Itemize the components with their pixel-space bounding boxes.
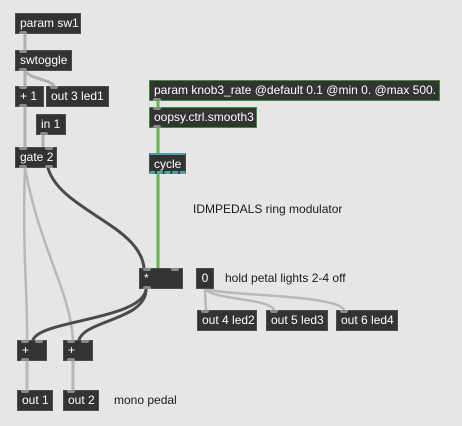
cable-mult-to-plus-left [31, 288, 148, 342]
smooth3-object[interactable]: oopsy.ctrl.smooth3 [149, 107, 257, 128]
plus-left-object[interactable]: + [17, 340, 47, 361]
outlet[interactable] [45, 165, 53, 168]
cycle-object[interactable]: cycle [149, 153, 186, 174]
mono-pedal-comment: mono pedal [114, 393, 177, 407]
inlet[interactable] [45, 147, 53, 150]
inlet[interactable] [81, 340, 89, 343]
out6-label: out 6 led4 [341, 313, 394, 327]
outlet[interactable] [19, 68, 27, 71]
outlet[interactable] [153, 98, 161, 101]
outlet[interactable] [19, 165, 27, 168]
out4-label: out 4 led2 [202, 313, 255, 327]
out5-label: out 5 led3 [271, 313, 324, 327]
out2-object[interactable]: out 2 [63, 390, 99, 411]
out2-label: out 2 [68, 393, 95, 407]
param-knob3-label: param knob3_rate @default 0.1 @min 0. @m… [154, 83, 437, 97]
cable-gate2-out2-to-mult [46, 166, 146, 270]
param-sw1-object[interactable]: param sw1 [15, 13, 81, 34]
cable-gate2-to-plus-left [22, 166, 29, 342]
message-box-zero[interactable]: 0 [196, 268, 214, 289]
inlet[interactable] [19, 86, 27, 89]
hold-lights-comment: hold petal lights 2-4 off [225, 271, 346, 285]
in1-object[interactable]: in 1 [36, 114, 66, 135]
inlet[interactable] [35, 340, 43, 343]
out1-label: out 1 [22, 393, 49, 407]
swtoggle-object[interactable]: swtoggle [15, 50, 72, 71]
outlet[interactable] [153, 125, 161, 128]
out4-object[interactable]: out 4 led2 [197, 310, 257, 331]
plus-right-label: + [68, 343, 76, 357]
mult-label: * [144, 271, 149, 285]
plus1-object[interactable]: + 1 [15, 86, 44, 107]
cable-msg-to-out5 [203, 286, 276, 312]
inlet[interactable] [21, 390, 29, 393]
plus-left-label: + [22, 343, 30, 357]
out1-object[interactable]: out 1 [17, 390, 53, 411]
cable-swtoggle-to-out3 [23, 68, 56, 88]
inlet[interactable] [340, 310, 348, 313]
outlet[interactable] [21, 358, 29, 361]
in1-label: in 1 [41, 117, 61, 131]
inlet[interactable] [153, 107, 161, 110]
inlet[interactable] [67, 390, 75, 393]
gate2-label: gate 2 [20, 150, 54, 164]
plus-right-object[interactable]: + [63, 340, 93, 361]
inlet[interactable] [201, 310, 209, 313]
out6-object[interactable]: out 6 led4 [336, 310, 398, 331]
gate2-object[interactable]: gate 2 [15, 147, 57, 168]
outlet[interactable] [19, 31, 27, 34]
cycle-label: cycle [154, 157, 182, 171]
inlet[interactable] [21, 340, 29, 343]
inlet[interactable] [270, 310, 278, 313]
cable-msg-to-out4 [203, 286, 208, 312]
inlet[interactable] [19, 147, 27, 150]
patch-title-comment: IDMPEDALS ring modulator [193, 202, 343, 216]
mult-object[interactable]: * [139, 268, 183, 289]
message-value: 0 [201, 271, 209, 285]
param-knob3-object[interactable]: param knob3_rate @default 0.1 @min 0. @m… [149, 80, 440, 101]
outlet[interactable] [19, 104, 27, 107]
cable-gate2-to-plus-right [23, 166, 75, 342]
smooth3-label: oopsy.ctrl.smooth3 [154, 110, 254, 124]
param-sw1-label: param sw1 [20, 16, 79, 30]
outlet[interactable] [67, 358, 75, 361]
cable-mult-to-plus-right [77, 288, 148, 342]
swtoggle-label: swtoggle [20, 53, 68, 67]
out3-object[interactable]: out 3 led1 [46, 86, 109, 107]
inlet[interactable] [171, 268, 179, 271]
outlet[interactable] [40, 132, 48, 135]
inlet[interactable] [50, 86, 58, 89]
out5-object[interactable]: out 5 led3 [266, 310, 328, 331]
inlet[interactable] [67, 340, 75, 343]
inlet[interactable] [19, 50, 27, 53]
plus1-label: + 1 [20, 89, 38, 103]
cable-msg-to-out6 [203, 286, 346, 312]
out3-label: out 3 led1 [51, 89, 104, 103]
outlet[interactable] [143, 286, 151, 289]
inlet[interactable] [143, 268, 151, 271]
